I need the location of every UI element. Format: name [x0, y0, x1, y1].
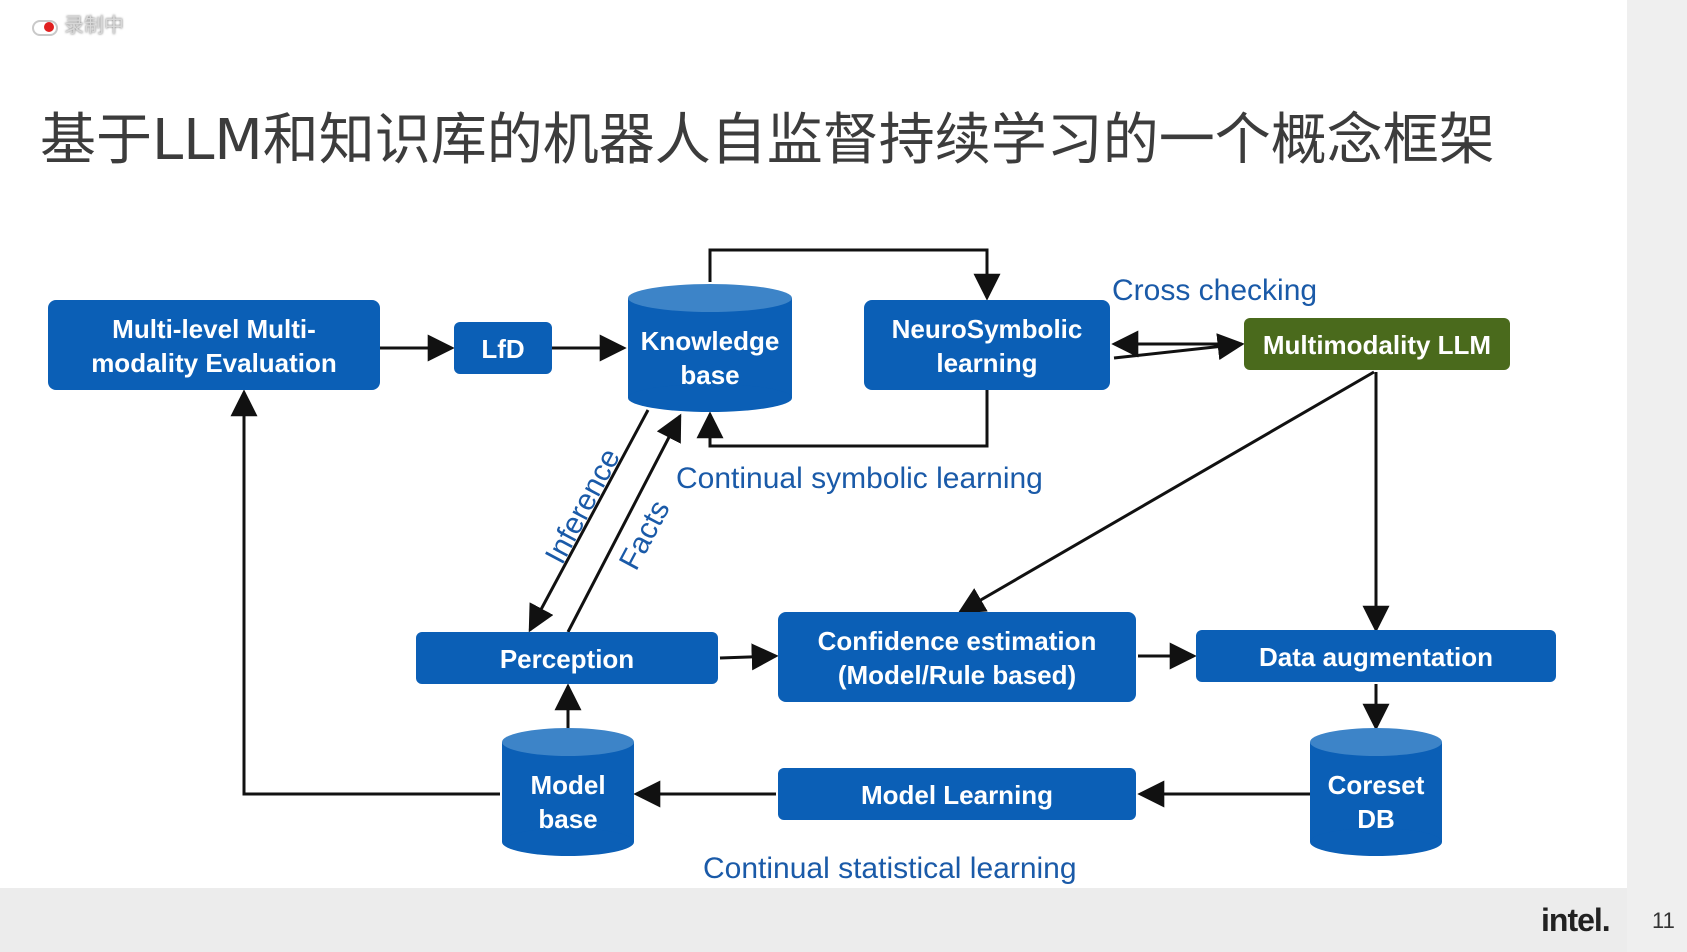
- node-neurosymbolic-line2: learning: [936, 348, 1037, 378]
- node-coreset-line2: DB: [1357, 804, 1395, 834]
- node-coreset-line1: Coreset: [1328, 770, 1425, 800]
- arrow-llm-to-confidence: [957, 370, 1375, 614]
- node-knowledge-base: Knowledge base: [628, 284, 792, 412]
- arrow-perception-to-confidence: [719, 643, 779, 671]
- label-facts: Facts: [613, 495, 677, 575]
- node-llm-label: Multimodality LLM: [1263, 330, 1491, 360]
- node-perception: Perception: [416, 632, 718, 684]
- arrow-neurosymbolic-to-llm: [1113, 333, 1245, 361]
- node-perception-label: Perception: [500, 644, 634, 674]
- arrow-knowledge-base-to-neurosymbolic: [708, 248, 1001, 301]
- node-confidence-line1: Confidence estimation: [818, 626, 1097, 656]
- arrow-knowledge-base-inference-to-perception: [528, 409, 650, 633]
- node-neurosymbolic-line1: NeuroSymbolic: [892, 314, 1083, 344]
- node-augmentation-label: Data augmentation: [1259, 642, 1493, 672]
- node-data-augmentation: Data augmentation: [1196, 630, 1556, 682]
- label-inference: Inference: [539, 443, 627, 569]
- recording-cloud-icon: [30, 14, 58, 36]
- right-strip: [1627, 0, 1687, 952]
- recording-label: 录制中: [64, 14, 124, 37]
- node-knowledge-base-line2: base: [680, 360, 739, 390]
- bottom-strip: [0, 888, 1627, 952]
- node-model-base-line2: base: [538, 804, 597, 834]
- arrow-neurosymbolic-to-knowledge-base: [696, 390, 989, 448]
- node-knowledge-base-line1: Knowledge: [641, 326, 780, 356]
- connectors: [230, 248, 1390, 808]
- label-cross-checking: Cross checking: [1112, 274, 1317, 307]
- node-model-base: Model base: [502, 728, 634, 856]
- label-continual-symbolic-learning: Continual symbolic learning: [676, 462, 1043, 495]
- node-evaluation: Multi-level Multi- modality Evaluation: [48, 300, 380, 390]
- node-coreset-db: Coreset DB: [1310, 728, 1442, 856]
- page-number: 11: [1652, 908, 1675, 933]
- node-lfd: LfD: [454, 322, 552, 374]
- label-continual-statistical-learning: Continual statistical learning: [703, 852, 1077, 885]
- node-model-base-line1: Model: [530, 770, 605, 800]
- node-multimodality-llm: Multimodality LLM: [1244, 318, 1510, 370]
- arrow-perception-facts-to-knowledge-base: [566, 413, 682, 633]
- arrow-model-base-to-evaluation: [230, 389, 500, 796]
- concept-framework-diagram: Multi-level Multi- modality Evaluation L…: [48, 248, 1556, 885]
- node-evaluation-line2: modality Evaluation: [91, 348, 337, 378]
- node-model-learning: Model Learning: [778, 768, 1136, 820]
- recording-badge[interactable]: 录制中: [30, 10, 124, 37]
- intel-logo: intel.: [1541, 902, 1611, 938]
- node-neurosymbolic: NeuroSymbolic learning: [864, 300, 1110, 390]
- node-model-learning-label: Model Learning: [861, 780, 1053, 810]
- node-lfd-label: LfD: [481, 334, 524, 364]
- slide-title: 基于LLM和知识库的机器人自监督持续学习的一个概念框架: [40, 108, 1495, 173]
- node-evaluation-line1: Multi-level Multi-: [112, 314, 316, 344]
- node-confidence-estimation: Confidence estimation (Model/Rule based): [778, 612, 1136, 702]
- node-confidence-line2: (Model/Rule based): [838, 660, 1076, 690]
